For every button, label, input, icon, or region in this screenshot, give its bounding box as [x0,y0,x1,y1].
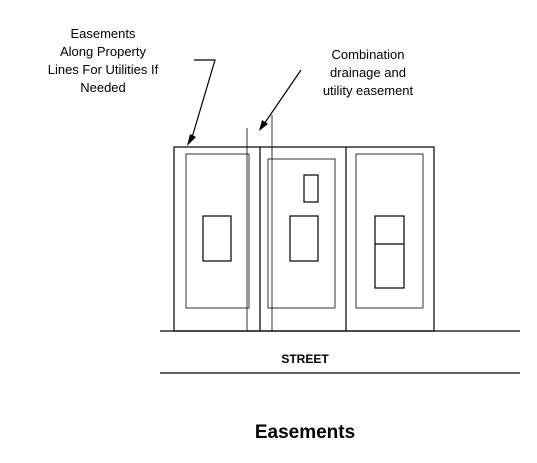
lot-1-setback [185,153,250,309]
left-callout: Easements Along Property Lines For Utili… [48,26,159,95]
left-leader-arrow [187,59,216,146]
right-callout-line-1: Combination [332,47,405,62]
setback-lines [185,153,424,309]
lot-2-setback [267,158,336,309]
buildings [202,174,405,289]
street-label: STREET [281,352,329,366]
left-callout-line-3: Lines For Utilities If [48,62,159,77]
lot-1-house [202,215,232,262]
street: STREET [160,330,520,374]
left-callout-line-4: Needed [80,80,126,95]
right-callout-line-2: drainage and [330,65,406,80]
right-callout: Combination drainage and utility easemen… [323,47,414,98]
diagram-caption: Easements [255,422,355,443]
right-leader-arrow [259,69,302,131]
lot-3-house [374,215,405,289]
lot-3-setback [355,153,424,309]
right-callout-line-3: utility easement [323,83,414,98]
left-callout-line-1: Easements [70,26,136,41]
easement-lines [246,115,273,331]
lot-2-house [289,215,319,262]
left-callout-line-2: Along Property [60,44,146,59]
lot-2-outbuilding [303,174,319,203]
